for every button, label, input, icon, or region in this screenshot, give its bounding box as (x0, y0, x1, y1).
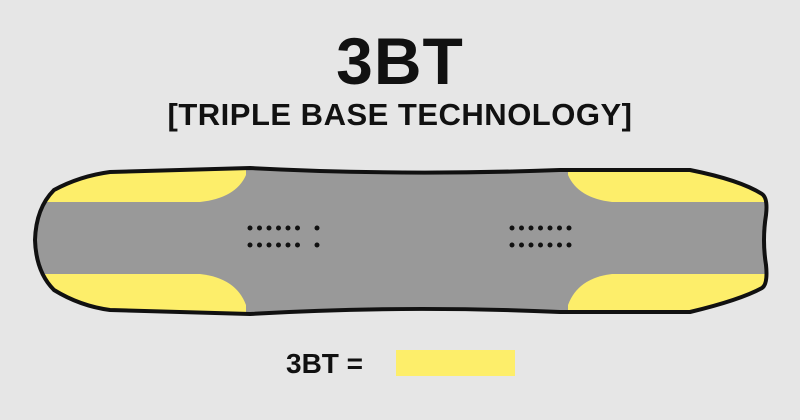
3bt-zone-nose-upper (568, 168, 767, 202)
insert-holes-left (247, 225, 320, 248)
insert-holes-right (509, 225, 572, 248)
legend-swatch (396, 350, 515, 376)
page-subtitle: [TRIPLE BASE TECHNOLOGY] (167, 97, 633, 132)
3bt-zone-nose-lower (568, 274, 767, 314)
legend-label: 3BT = (286, 348, 364, 379)
board-base (35, 168, 767, 314)
3bt-zone-tail-lower (35, 274, 246, 314)
board-outline (32, 165, 769, 317)
legend: 3BT = (0, 344, 800, 384)
3bt-zone-tail-upper (35, 168, 246, 202)
page-title: 3BT (336, 24, 464, 98)
